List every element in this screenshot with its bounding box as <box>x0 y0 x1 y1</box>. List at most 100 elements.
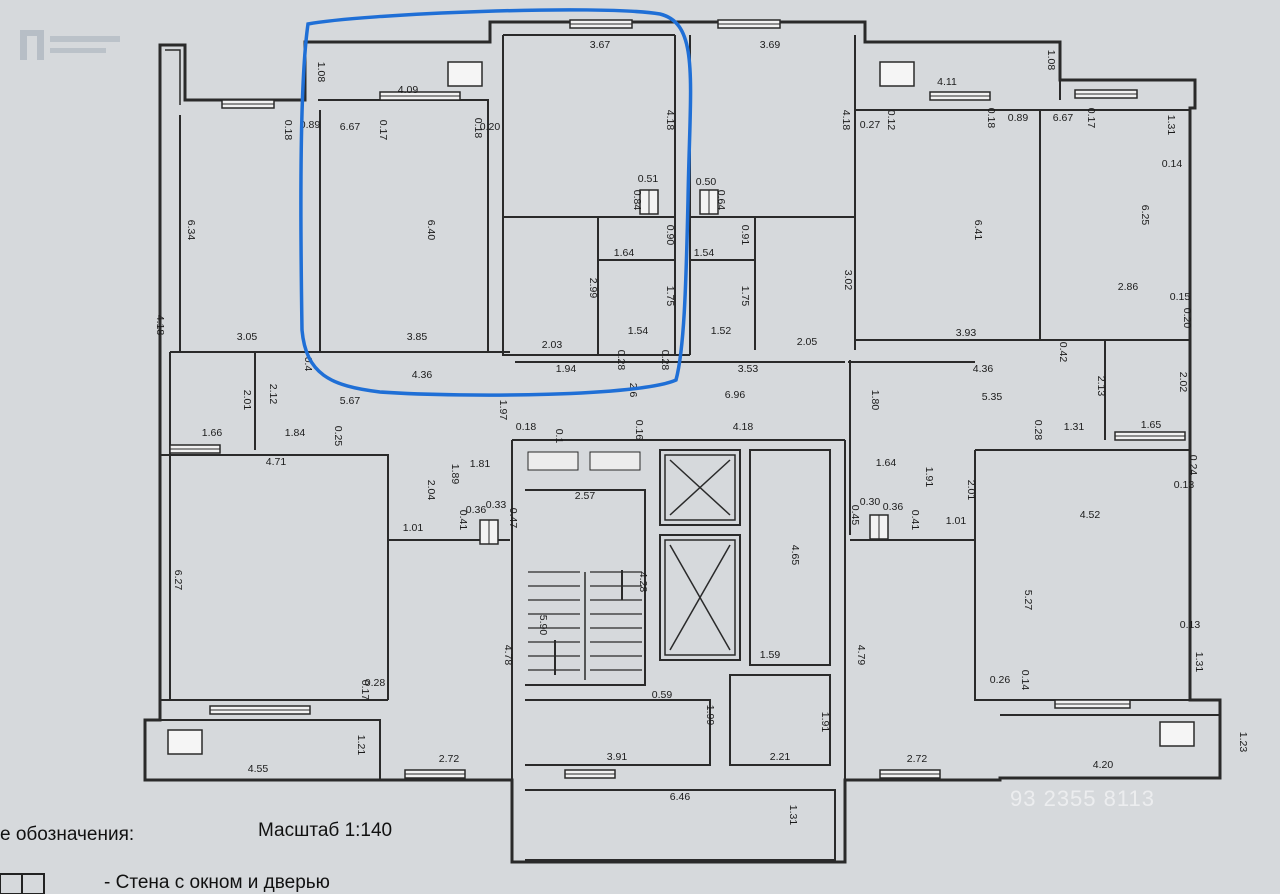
dimension-label: 0.26 <box>990 674 1011 686</box>
dimension-label: 6.34 <box>185 220 197 241</box>
dimension-label: 0.89 <box>1008 112 1029 124</box>
wall-segment <box>160 454 389 700</box>
dimension-label: 5.27 <box>1022 590 1034 611</box>
dimension-label: 2.02 <box>1177 372 1189 393</box>
dimension-label: 2.99 <box>587 278 599 299</box>
lift-cross <box>669 459 731 516</box>
legend-wall-swatch <box>0 873 45 894</box>
dimension-label: 0.17 <box>359 680 371 701</box>
dimension-label: 1.89 <box>449 464 461 485</box>
dimension-label: 1.31 <box>1165 115 1177 136</box>
dimension-label: 4.36 <box>973 363 994 375</box>
dimension-label: 0.42 <box>1057 342 1069 363</box>
dimension-label: 1.75 <box>739 286 751 307</box>
dimension-label: 1.01 <box>946 515 967 527</box>
dimension-label: 0.41 <box>457 510 469 531</box>
dimension-label: 3.53 <box>738 363 759 375</box>
dimension-label: 4.18 <box>154 315 166 336</box>
dimension-label: 1.97 <box>497 400 509 421</box>
dimension-label: 1.81 <box>470 458 491 470</box>
dimension-label: 1.23 <box>1237 732 1249 753</box>
dimension-label: 0.28 <box>1032 420 1044 441</box>
wall-segment <box>749 449 831 666</box>
dimension-label: 5.35 <box>982 391 1003 403</box>
dimension-label: 0.17 <box>377 120 389 141</box>
dimension-label: 6.25 <box>1139 205 1151 226</box>
dimension-label: 3.85 <box>407 331 428 343</box>
dimension-label: 0.28 <box>365 677 386 689</box>
dimension-label: 4.28 <box>637 572 649 593</box>
dimension-label: 6.67 <box>1053 112 1074 124</box>
dimension-label: 1.54 <box>694 247 715 259</box>
dimension-label: 0.51 <box>638 173 659 185</box>
dimension-label: 1.52 <box>711 325 732 337</box>
dimension-label: 1.08 <box>315 62 327 83</box>
dimension-label: 0.16 <box>633 420 645 441</box>
legend-title: е обозначения: <box>0 824 135 845</box>
dimension-label: 1.54 <box>628 325 649 337</box>
dimension-label: 0.36 <box>883 501 904 513</box>
dimension-label: 2.21 <box>770 751 791 763</box>
lift-shaft <box>664 454 736 521</box>
dimension-label: 0.18 <box>472 118 484 139</box>
dimension-label: 1.91 <box>923 467 935 488</box>
dimension-label: 3.91 <box>607 751 628 763</box>
plan-walls <box>143 20 1222 864</box>
dimension-label: 0.91 <box>739 225 751 246</box>
dimension-label: 3.05 <box>237 331 258 343</box>
dimension-label: 0.18 <box>516 421 537 433</box>
dimension-label: 2.05 <box>797 336 818 348</box>
dimension-label: 0.41 <box>909 510 921 531</box>
dimension-label: 0.64 <box>715 190 727 211</box>
dimension-label: 6.41 <box>972 220 984 241</box>
dimension-label: 0.25 <box>332 426 344 447</box>
dimension-label: 4.52 <box>1080 509 1101 521</box>
dimension-label: 0.59 <box>652 689 673 701</box>
dimension-label: 0.47 <box>507 508 519 529</box>
dimension-label: 0.45 <box>849 505 861 526</box>
balcony-unit <box>447 61 483 87</box>
wall-segment <box>502 35 690 356</box>
dimension-label: 0.18 <box>985 108 997 129</box>
dimension-label: 0.1 <box>553 429 565 444</box>
dimension-label: 0.33 <box>486 499 507 511</box>
dimension-label: 0.27 <box>860 119 881 131</box>
dimension-label: 6.40 <box>425 220 437 241</box>
dimension-label: 2.12 <box>267 384 279 405</box>
lift-shaft <box>664 539 736 656</box>
dimension-label: 1.64 <box>876 457 897 469</box>
dimension-label: 3.93 <box>956 327 977 339</box>
dimension-label: 0.20 <box>480 121 501 133</box>
watermark-logo <box>16 24 126 68</box>
wall-segment <box>145 719 381 780</box>
dimension-label: 4.36 <box>412 369 433 381</box>
dimension-label: 1.64 <box>614 247 635 259</box>
dimension-label: 0.20 <box>1181 308 1193 329</box>
dimension-label: 2.04 <box>425 480 437 501</box>
dimension-label: 1.65 <box>1141 419 1162 431</box>
dimension-label: 1.08 <box>1045 50 1057 71</box>
lift-cross <box>669 544 731 651</box>
watermark-text: 93 2355 8113 <box>1010 786 1155 811</box>
dimension-label: 4.79 <box>855 645 867 666</box>
dimension-label: 0.28 <box>659 350 671 371</box>
dimension-label: 4.71 <box>266 456 287 468</box>
dimension-label: 2.01 <box>241 390 253 411</box>
wall-segment <box>525 699 711 766</box>
dimension-label: 6.46 <box>670 791 691 803</box>
dimension-label: 2.57 <box>575 490 596 502</box>
dimension-label: 4.55 <box>248 763 269 775</box>
dimension-label: 0.24 <box>1187 455 1199 476</box>
dimension-label: 1.75 <box>664 286 676 307</box>
dimension-label: 0.90 <box>664 225 676 246</box>
plan-windows <box>169 19 1186 779</box>
dimension-label: 4.11 <box>937 76 957 88</box>
dimension-label: 0.12 <box>885 110 897 131</box>
dimension-label: 6.96 <box>725 389 746 401</box>
dimension-label: 2.13 <box>1095 376 1107 397</box>
scale-label: Масштаб 1:140 <box>258 820 393 841</box>
dimension-label: 4.18 <box>840 110 852 131</box>
wall-segment <box>659 449 741 526</box>
